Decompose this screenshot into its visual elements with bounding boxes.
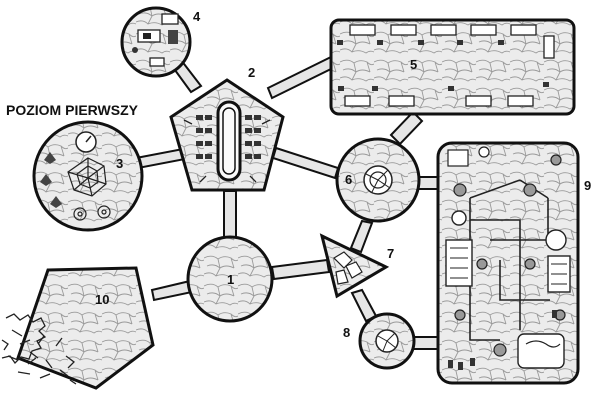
coffin-row-top — [349, 24, 537, 36]
room-3[interactable] — [32, 120, 144, 232]
plant-decor — [40, 152, 62, 208]
room-label-3: 3 — [116, 156, 123, 171]
level-title: POZIOM PIERWSZY — [6, 102, 139, 118]
corridor-2-1 — [223, 190, 237, 240]
room-label-8: 8 — [343, 325, 350, 340]
room-label-4: 4 — [193, 9, 201, 24]
room-8[interactable] — [358, 312, 416, 370]
room-6[interactable] — [335, 137, 421, 223]
room-10[interactable] — [1, 266, 155, 390]
furniture-icon — [132, 13, 179, 67]
room-1[interactable] — [186, 235, 274, 323]
rubble-icon — [333, 251, 363, 285]
gear-icon — [75, 131, 97, 153]
room-2[interactable] — [169, 78, 285, 192]
corridor-6-7 — [349, 219, 374, 254]
room-label-1: 1 — [227, 272, 234, 287]
room-label-9: 9 — [584, 178, 591, 193]
room-label-2: 2 — [248, 65, 255, 80]
small-figures — [448, 310, 557, 370]
round-vats — [453, 154, 566, 357]
corridor-2-5 — [266, 54, 339, 100]
machinery-left — [445, 146, 490, 287]
room-label-7: 7 — [387, 246, 394, 261]
brazier-marks — [337, 40, 549, 91]
coffin-row-bottom — [344, 35, 555, 107]
spiral-stairs-icon — [363, 165, 393, 195]
web-pattern-icon — [67, 157, 107, 197]
corridor-1-7 — [270, 258, 331, 281]
central-pool — [216, 100, 242, 182]
room-4[interactable] — [120, 6, 192, 78]
corridor-3-2 — [134, 147, 187, 170]
spiral-stairs-icon — [375, 329, 399, 353]
corridor-6-5 — [389, 110, 424, 146]
machinery-right — [517, 229, 571, 369]
room-label-5: 5 — [410, 57, 417, 72]
room-7[interactable] — [319, 233, 390, 299]
corridor-2-6 — [271, 146, 340, 180]
statue-row-right — [245, 115, 261, 159]
corridor-7-8 — [350, 288, 378, 323]
room-5[interactable] — [329, 18, 576, 116]
flower-decor — [73, 205, 111, 221]
statue-row-left — [196, 115, 212, 159]
room-label-10: 10 — [95, 292, 109, 307]
room-label-6: 6 — [345, 172, 352, 187]
corridor-10-1 — [150, 279, 194, 302]
room-9[interactable] — [436, 141, 580, 385]
rubble-collapse — [1, 313, 77, 385]
